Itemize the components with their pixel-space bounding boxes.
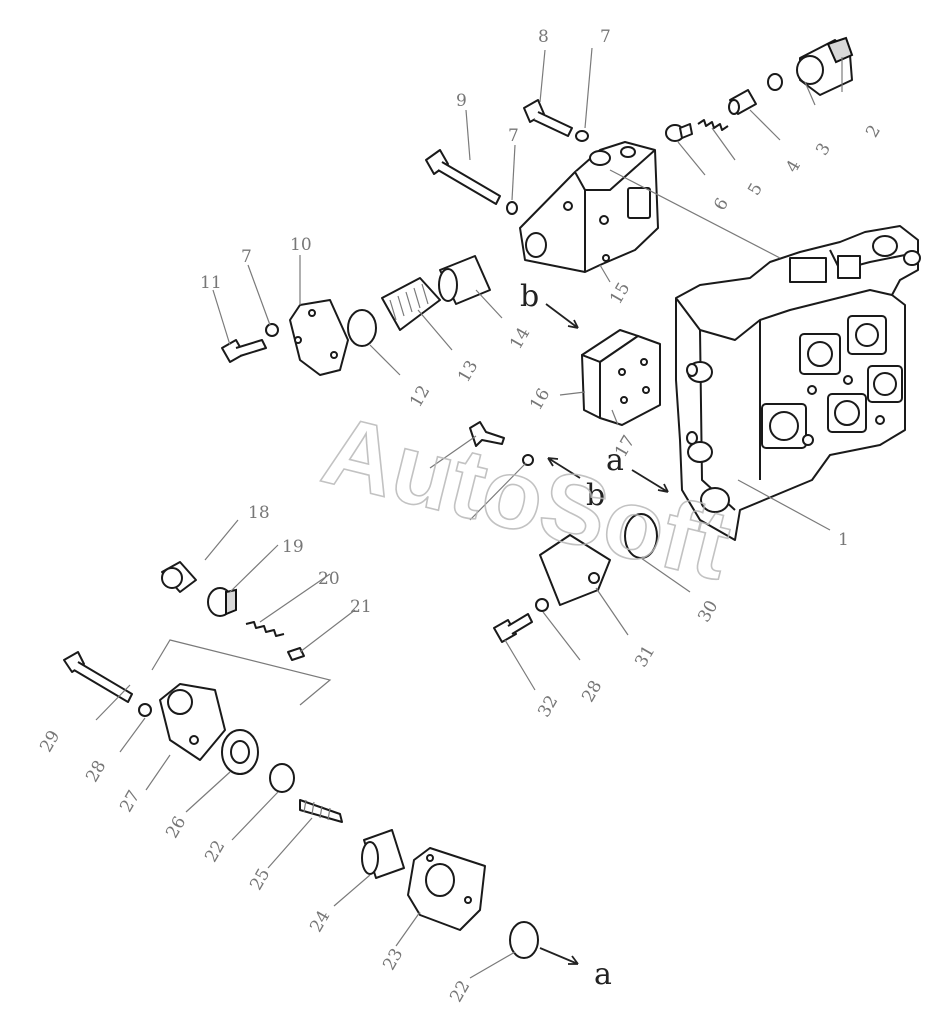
bracket-line: [151, 639, 332, 706]
label-6: 6: [710, 195, 733, 214]
pin-near-center: [522, 454, 534, 466]
label-7c: 7: [241, 247, 252, 267]
letter-b-mid: b: [586, 478, 605, 513]
plug-part-18: [161, 561, 197, 593]
label-11: 11: [200, 273, 222, 293]
label-21: 21: [350, 597, 372, 617]
plug-part-2: [796, 36, 854, 96]
label-19: 19: [282, 537, 304, 557]
letter-b-top: b: [520, 279, 539, 314]
cover-part-23: [407, 847, 486, 931]
spacer-block-part-17: [599, 335, 661, 426]
spacer-block-part-16: [581, 329, 639, 419]
label-13: 13: [454, 357, 482, 386]
label-7b: 7: [508, 126, 519, 146]
label-12: 12: [406, 382, 434, 411]
washer-part-7b: [506, 201, 518, 215]
label-28b: 28: [82, 757, 110, 786]
bolt-part-8: [523, 99, 573, 137]
letter-a-bottom: a: [594, 957, 612, 992]
sleeve-part-4: [728, 89, 757, 115]
spring-part-13: [381, 277, 441, 331]
oring-part-22b: [509, 921, 539, 959]
direction-arrows: [539, 303, 669, 965]
washer-part-28a: [535, 598, 549, 612]
bolt-part-32: [493, 613, 533, 643]
label-2: 2: [862, 122, 885, 141]
label-24: 24: [306, 907, 334, 936]
label-25: 25: [246, 865, 274, 894]
oring-part-12: [347, 309, 377, 347]
label-27: 27: [116, 787, 144, 816]
label-8: 8: [538, 27, 549, 47]
label-22a: 22: [201, 837, 229, 866]
housing-part-27: [159, 683, 226, 761]
label-10: 10: [290, 235, 312, 255]
label-4: 4: [782, 157, 805, 176]
label-7a: 7: [600, 27, 611, 47]
spring-part-20: [245, 621, 285, 637]
label-15: 15: [606, 279, 634, 308]
valve-body-part-1: [675, 225, 921, 541]
label-26: 26: [162, 813, 190, 842]
label-14: 14: [506, 324, 534, 353]
seat-part-26: [221, 729, 259, 775]
label-32: 32: [534, 692, 562, 721]
leader-lines: [95, 47, 843, 979]
washer-part-28b: [138, 703, 152, 717]
label-31: 31: [631, 642, 659, 671]
screw-near-center: [469, 421, 505, 447]
label-5: 5: [744, 180, 767, 199]
label-18: 18: [248, 503, 270, 523]
bolt-part-11: [221, 339, 267, 363]
label-30: 30: [694, 597, 722, 626]
washer-part-7c: [265, 323, 279, 337]
long-bolt-part-29: [63, 651, 133, 703]
oring-part-22a: [269, 763, 295, 793]
label-1: 1: [838, 530, 849, 550]
poppet-part-6: [665, 123, 693, 142]
sleeve-part-24: [361, 829, 405, 879]
label-16: 16: [526, 385, 554, 414]
washer-part-7a: [575, 130, 589, 142]
label-20: 20: [318, 569, 340, 589]
spring-part-5: [697, 119, 729, 131]
label-9: 9: [456, 91, 467, 111]
label-22b: 22: [446, 977, 474, 1006]
seat-part-19: [207, 587, 237, 617]
label-3: 3: [812, 140, 835, 159]
letter-a-top: a: [606, 443, 624, 478]
cover-block-part-15: [519, 141, 659, 273]
plate-part-31: [539, 534, 611, 606]
oring-part-3: [767, 73, 783, 91]
spring-part-25: [299, 799, 343, 823]
label-29: 29: [36, 727, 64, 756]
long-bolt-part-9: [425, 149, 501, 205]
label-28a: 28: [578, 677, 606, 706]
cover-plate-part-10: [289, 299, 349, 376]
pin-part-21: [287, 647, 305, 661]
watermark: AutoSoft: [313, 394, 741, 601]
label-23: 23: [379, 945, 407, 974]
